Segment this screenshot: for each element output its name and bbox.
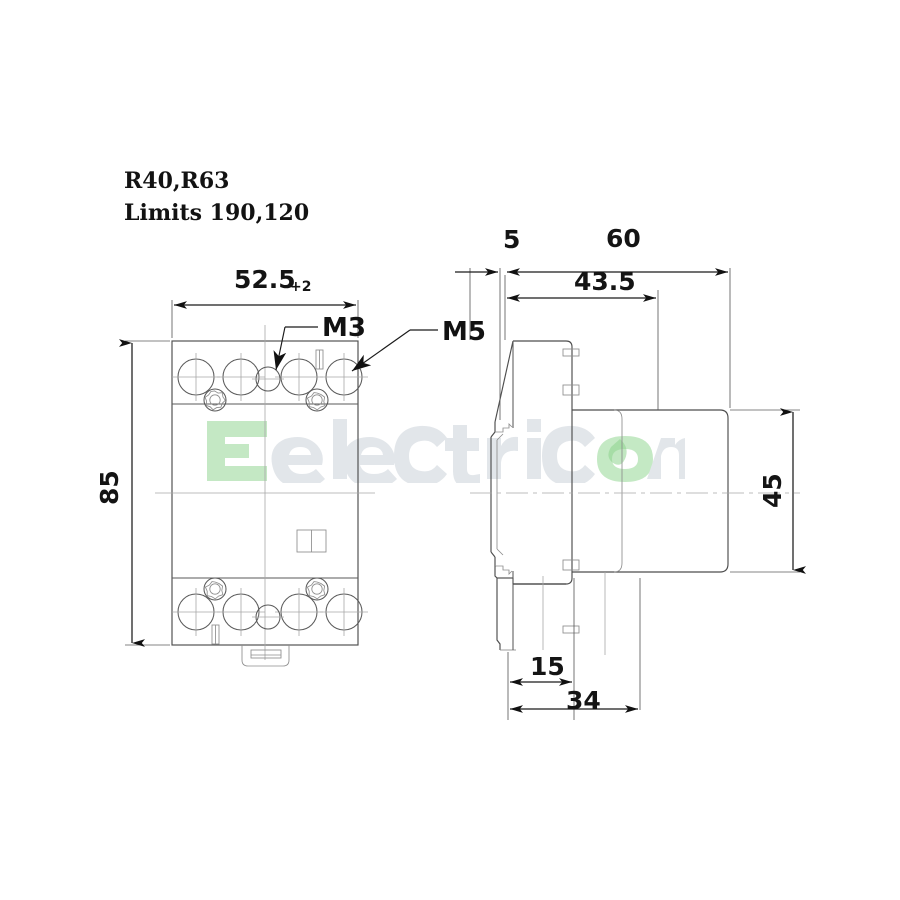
terminal-hole <box>320 588 368 636</box>
terminal-hole <box>172 353 220 401</box>
terminal-hole <box>172 588 220 636</box>
screw-head <box>305 388 329 412</box>
terminal-hole <box>217 353 265 401</box>
dim-front-height: 85 <box>95 470 124 505</box>
dim-side-5: 5 <box>503 225 520 254</box>
terminal-holes-top <box>172 353 368 401</box>
side-view-dimensions <box>455 268 806 720</box>
small-center-hole-top <box>252 366 284 392</box>
slot-marker-top <box>315 349 324 370</box>
slot-marker-bottom <box>211 624 220 645</box>
callout-m3: M3 <box>322 313 366 343</box>
dim-side-43-5: 43.5 <box>574 267 636 296</box>
screw-head <box>305 577 329 601</box>
dim-side-45: 45 <box>758 473 787 508</box>
terminal-holes-bottom <box>172 588 368 636</box>
terminal-hole <box>217 588 265 636</box>
din-clip-tab <box>241 645 290 667</box>
callout-m5: M5 <box>442 317 486 347</box>
small-center-hole-bottom <box>252 604 284 630</box>
latch-notches <box>562 348 580 634</box>
dim-side-34: 34 <box>566 686 601 715</box>
dim-side-15: 15 <box>530 652 565 681</box>
side-view-geometry <box>470 340 800 655</box>
front-view-dimensions <box>119 300 359 647</box>
indicator-window <box>296 529 327 553</box>
front-view-geometry <box>155 325 375 667</box>
dim-front-width-tolerance: +2 <box>290 279 311 295</box>
terminal-hole <box>275 353 323 401</box>
title-line-1: R40,R63 <box>124 168 229 194</box>
terminal-hole <box>320 353 368 401</box>
screw-head <box>203 577 227 601</box>
dim-side-60: 60 <box>606 224 641 253</box>
terminal-hole <box>275 588 323 636</box>
dim-front-width: 52.5 <box>234 265 296 294</box>
callout-leaders <box>273 326 438 372</box>
title-line-2: Limits 190,120 <box>124 200 309 226</box>
screw-head <box>203 388 227 412</box>
